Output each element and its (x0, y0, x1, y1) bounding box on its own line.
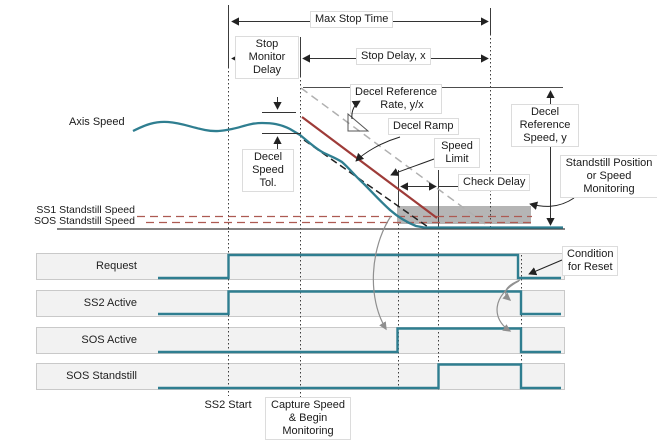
stop-monitor-delay-line1: Stop (255, 38, 279, 50)
decel-reference-rate-line2: Rate, y/x (380, 99, 424, 111)
decel-reference-speed-label: Decel Reference Speed, y (511, 104, 579, 147)
timing-signals (158, 253, 561, 390)
sos-standstill-speed-label: SOS Standstill Speed (6, 216, 135, 227)
vertical-guides (228, 5, 522, 397)
decel-reference-speed-line2: Reference (519, 119, 571, 131)
decel-speed-tol-line1: Decel (253, 151, 283, 163)
decel-reference-rate-line (300, 87, 492, 229)
timing-row-request (36, 253, 565, 280)
ss2-start-text: SS2 Start (204, 399, 252, 411)
condition-for-reset-line1: Condition (567, 248, 614, 260)
speed-limit-line (301, 116, 438, 219)
sos-standstill-row-text: SOS Standstill (66, 370, 137, 382)
check-delay-text: Check Delay (463, 176, 526, 188)
sos-active-signal (158, 327, 561, 354)
ss2-active-signal (158, 290, 561, 316)
standstill-monitoring-line2: or Speed (586, 170, 632, 182)
stop-monitor-delay-line2: Monitor (248, 51, 286, 63)
speed-limit-label: Speed Limit (434, 138, 480, 168)
capture-monitoring-line1: Capture Speed (271, 399, 345, 411)
sos-active-row-label: SOS Active (37, 334, 137, 347)
stop-delay-label: Stop Delay, x (356, 48, 431, 65)
standstill-monitoring-label: Standstill Position or Speed Monitoring (560, 155, 657, 198)
request-row-label: Request (37, 260, 137, 273)
sos-standstill-speed-text: SOS Standstill Speed (34, 215, 135, 227)
ss1-standstill-speed-text: SS1 Standstill Speed (36, 204, 135, 216)
check-delay-label: Check Delay (458, 174, 531, 191)
stop-monitor-delay-label: Stop Monitor Delay (235, 36, 299, 79)
standstill-monitoring-line3: Monitoring (583, 183, 635, 195)
max-stop-time-text: Max Stop Time (315, 13, 389, 25)
capture-monitoring-label: Capture Speed & Begin Monitoring (265, 397, 351, 440)
stop-delay-text: Stop Delay, x (361, 50, 426, 62)
decel-speed-tol-label: Decel Speed Tol. (242, 149, 294, 192)
sos-active-row-text: SOS Active (81, 334, 137, 346)
ss1-standstill-speed-label: SS1 Standstill Speed (6, 205, 135, 216)
annotation-arrows (355, 136, 575, 276)
speed-limit-arrow (390, 158, 435, 176)
axis-speed-text: Axis Speed (69, 116, 125, 128)
request-signal (158, 253, 561, 280)
condition-for-reset-arrow (528, 259, 563, 276)
decel-reference-rate-label: Decel Reference Rate, y/x (350, 84, 442, 114)
decel-speed-tol-line3: Tol. (259, 177, 277, 189)
decel-ramp-text: Decel Ramp (393, 120, 454, 132)
speed-limit-line1: Speed (441, 140, 473, 152)
sos-standstill-row-label: SOS Standstill (37, 370, 137, 383)
decel-speed-tol-line2: Speed (252, 164, 284, 176)
ss2-active-row-text: SS2 Active (83, 297, 137, 309)
decel-reference-rate-line1: Decel Reference (355, 86, 437, 98)
arc-reset-to-sos (496, 280, 520, 332)
ss2-active-row-label: SS2 Active (37, 297, 137, 310)
standstill-monitoring-region (397, 206, 531, 224)
axis-speed-label: Axis Speed (69, 116, 125, 129)
decel-reference-speed-line1: Decel (530, 106, 560, 118)
max-stop-time-label: Max Stop Time (310, 11, 394, 28)
decel-reference-speed-line3: Speed, y (523, 132, 567, 144)
arc-standstill-to-sos-active (372, 215, 392, 331)
request-row-text: Request (96, 260, 137, 272)
sos-standstill-signal (158, 363, 561, 390)
standstill-monitoring-arrow (529, 197, 575, 210)
decel-ramp-arrow (355, 136, 401, 162)
capture-monitoring-line2: & Begin (288, 412, 328, 424)
capture-monitoring-line3: Monitoring (282, 425, 334, 437)
ss2-start-label: SS2 Start (200, 399, 256, 412)
condition-for-reset-label: Condition for Reset (562, 246, 619, 276)
slope-triangle (347, 112, 370, 132)
axis-speed-trace (132, 120, 563, 229)
speed-limit-line2: Limit (445, 153, 469, 165)
cause-effect-arcs (372, 215, 521, 332)
decel-ramp-label: Decel Ramp (388, 118, 459, 135)
stop-monitor-delay-line3: Delay (252, 64, 282, 76)
standstill-monitoring-line1: Standstill Position (565, 157, 653, 169)
condition-for-reset-line2: for Reset (567, 261, 613, 273)
